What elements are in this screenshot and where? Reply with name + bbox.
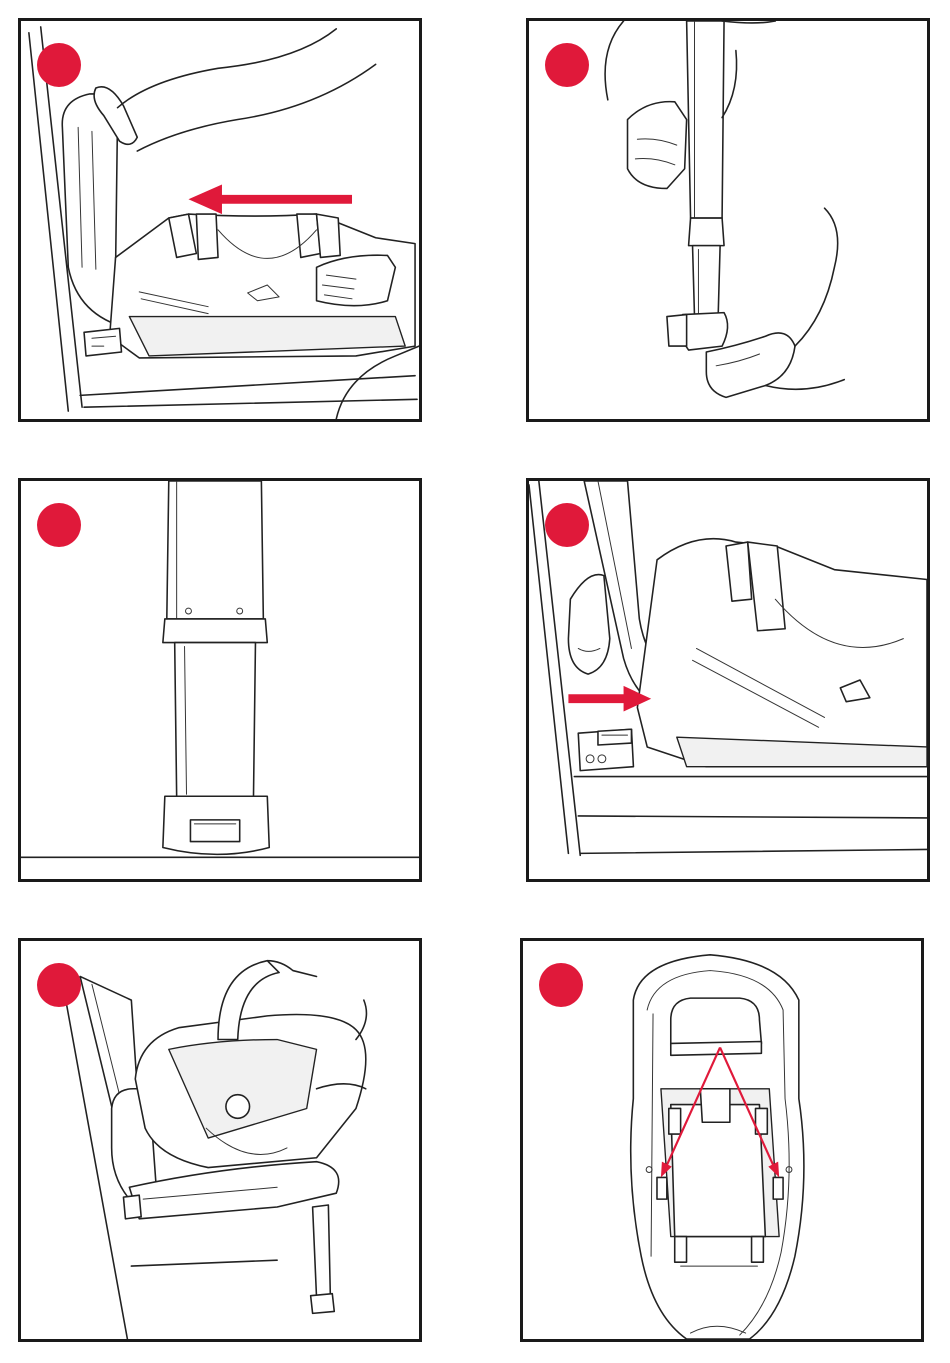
panel-step-5	[18, 938, 422, 1342]
step-badge	[545, 43, 589, 87]
illustration-leg-indicator	[21, 481, 419, 879]
illustration-base-top-view	[523, 941, 921, 1339]
step-badge	[37, 963, 81, 1007]
panel-step-1	[18, 18, 422, 422]
panel-step-6	[520, 938, 924, 1342]
step-badge	[37, 43, 81, 87]
panel-step-4	[526, 478, 930, 882]
step-badge	[539, 963, 583, 1007]
panel-step-2	[526, 18, 930, 422]
illustration-base-slide	[21, 21, 419, 419]
illustration-leg-adjust	[529, 21, 927, 419]
red-arrow-left-icon	[188, 185, 352, 215]
illustration-base-lock	[529, 481, 927, 879]
step-badge	[37, 503, 81, 547]
step-badge	[545, 503, 589, 547]
panel-step-3	[18, 478, 422, 882]
illustration-carrier-on-base	[21, 941, 419, 1339]
